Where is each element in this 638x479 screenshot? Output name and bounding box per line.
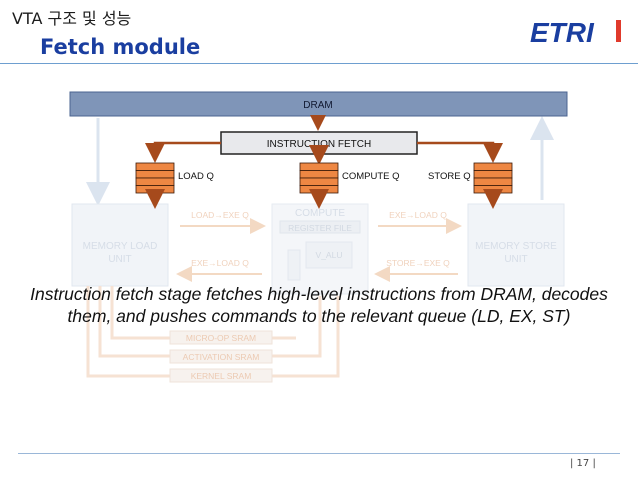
compute-queue-icon (299, 162, 339, 194)
queue-slot (135, 177, 175, 186)
caption-line-1: Instruction fetch stage fetches high-lev… (30, 284, 608, 304)
kernel-sram (169, 368, 273, 383)
fetch-to-load-arrow (145, 141, 221, 163)
instruction-fetch-label: INSTRUCTION FETCH (267, 139, 371, 150)
page-number: | 17 | (570, 458, 596, 469)
queue-slot (299, 177, 339, 186)
queue-slot (473, 177, 513, 186)
etri-logo-text: ETRI (530, 17, 595, 46)
v-alu-label: V_ALU (316, 250, 343, 260)
load-queue-icon (135, 162, 175, 194)
memory-store-label-1: MEMORY STORE (475, 241, 557, 252)
activation-sram-label: ACTIVATION SRAM (183, 352, 260, 362)
faded-background-units: MEMORY LOAD UNIT MEMORY STORE UNIT COMPU… (71, 116, 565, 383)
micro-op-sram-label: MICRO-OP SRAM (186, 333, 256, 343)
slide-caption: Instruction fetch stage fetches high-lev… (0, 283, 638, 327)
queue-slot (135, 185, 175, 194)
memory-store-unit (467, 203, 565, 287)
queue-slot (299, 185, 339, 194)
queue-slot (473, 185, 513, 194)
queue-slot (135, 162, 175, 171)
memory-load-label-1: MEMORY LOAD (83, 241, 158, 252)
gemm-bar (287, 249, 301, 281)
v-alu (305, 241, 353, 269)
fetch-to-store-arrow (417, 141, 503, 163)
queue-slot (473, 162, 513, 171)
load-exe-q-label: LOAD→EXE Q (191, 210, 249, 220)
caption-line-2: them, and pushes commands to the relevan… (67, 306, 571, 326)
slide-title: Fetch module (40, 35, 201, 59)
register-file (279, 220, 361, 234)
compute-label: COMPUTE (295, 208, 345, 219)
dram-label: DRAM (303, 100, 332, 111)
kernel-sram-label: KERNEL SRAM (191, 371, 252, 381)
micro-op-sram (169, 330, 273, 345)
queue-slot (299, 162, 339, 171)
store-queue-icon (473, 162, 513, 194)
load-q-label: LOAD Q (178, 171, 214, 182)
memory-load-label-2: UNIT (108, 254, 131, 265)
queue-slot (299, 170, 339, 179)
slide-subtitle: VTA 구조 및 성능 (12, 9, 132, 28)
compute-q-label: COMPUTE Q (342, 171, 400, 182)
register-file-label: REGISTER FILE (288, 223, 352, 233)
memory-load-unit (71, 203, 169, 287)
exe-load-q-left-label: EXE→LOAD Q (191, 258, 249, 268)
store-exe-q-label: STORE→EXE Q (386, 258, 450, 268)
exe-load-q-right-label: EXE→LOAD Q (389, 210, 447, 220)
footer-divider (18, 453, 620, 454)
queue-slot (135, 170, 175, 179)
queue-slot (473, 170, 513, 179)
etri-logo: ETRI (530, 17, 621, 46)
header-divider (0, 63, 638, 64)
memory-store-label-2: UNIT (504, 254, 527, 265)
store-q-label: STORE Q (428, 171, 471, 182)
etri-logo-accent (616, 20, 621, 42)
dram-block (69, 91, 568, 117)
activation-sram (169, 349, 273, 364)
